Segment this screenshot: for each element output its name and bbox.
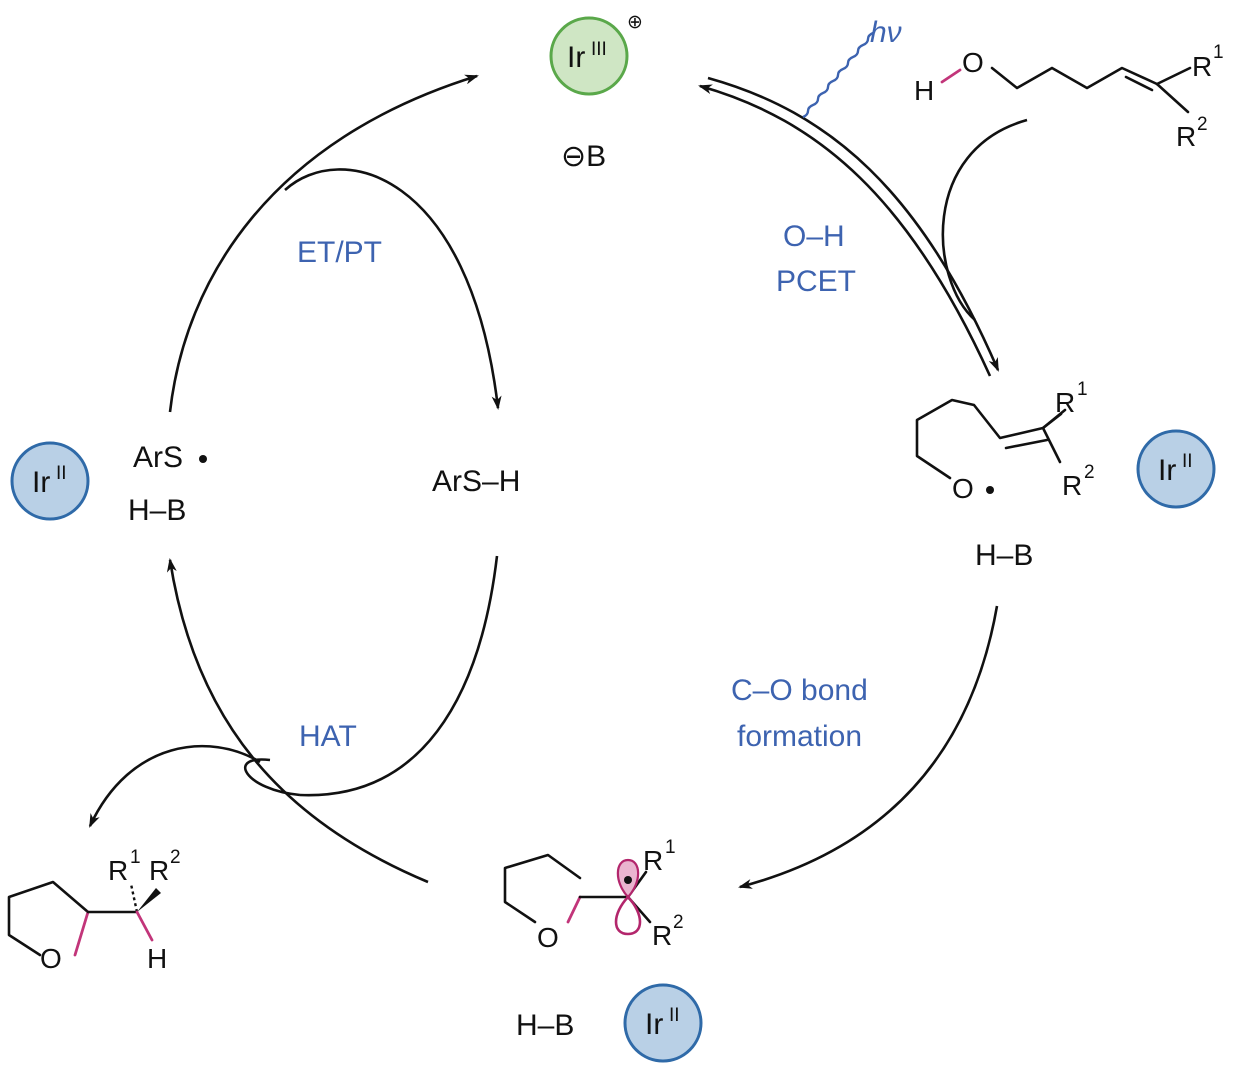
ir2-oxidation-bottom: II <box>669 1005 680 1026</box>
product-wedge-bond <box>137 888 161 912</box>
alkoxy-radical-dot <box>986 486 994 494</box>
alkoxy-radical-molecule: O R 1 R 2 <box>915 379 1095 504</box>
cradical-dot <box>624 876 632 884</box>
arrow-pcet-back <box>698 84 992 377</box>
base-label: ⊖B <box>561 140 606 173</box>
ir2-catalyst-left: Ir II <box>10 441 90 521</box>
alkoxy-chain <box>915 398 1067 480</box>
arrow-substrate-in <box>941 118 1028 321</box>
hb-right: H–B <box>975 539 1033 572</box>
substrate-h: H <box>914 75 934 106</box>
arrow-ars-radical-to-ir3 <box>168 74 479 413</box>
product-r2: R <box>149 855 169 886</box>
ir2-catalyst-bottom: Ir II <box>623 983 703 1063</box>
alkoxy-c-r1-bond <box>1041 412 1063 430</box>
co-bond-label-1: C–O bond <box>731 674 868 707</box>
arrow-pcet-forward <box>707 76 1000 372</box>
cradical-o: O <box>537 922 559 953</box>
pcet-label-2: PCET <box>776 265 856 298</box>
alkoxy-r1-sup: 1 <box>1077 379 1088 400</box>
arrow-arsh-to-hat <box>299 555 499 797</box>
product-h: H <box>147 943 167 974</box>
product-c-h-bond <box>135 910 154 942</box>
thf-product-molecule: O H R 1 R 2 <box>7 847 181 974</box>
alkoxy-alkene-inner <box>1004 438 1049 450</box>
cradical-r2-sup: 2 <box>673 912 684 933</box>
ars-radical-dot <box>199 455 207 463</box>
product-r1-sup: 1 <box>130 847 141 868</box>
hv-wave <box>802 31 874 119</box>
ir2-catalyst-right: Ir II <box>1136 429 1216 509</box>
cradical-r1-sup: 1 <box>665 837 676 858</box>
alkoxy-r1: R <box>1055 387 1075 418</box>
substrate-r1: R <box>1192 51 1212 82</box>
cradical-ring-pink-bond <box>566 895 582 924</box>
arrow-alkoxy-to-cradical <box>738 605 999 889</box>
hv-label: hν <box>870 16 902 49</box>
pcet-label-1: O–H <box>783 220 845 253</box>
substrate-o: O <box>962 47 984 78</box>
ir3-symbol: Ir <box>567 41 585 74</box>
substrate-r2: R <box>1176 121 1196 152</box>
substrate-chain <box>990 66 1159 90</box>
substrate-c-r2-bond <box>1155 82 1190 114</box>
product-hashed-bond <box>129 883 139 913</box>
ir2-symbol-left: Ir <box>32 466 50 499</box>
arrow-et-pt-to-arsh <box>284 168 502 410</box>
alkoxy-c-r2-bond <box>1041 426 1062 464</box>
ir3-circle <box>549 16 629 96</box>
ir2-oxidation-right: II <box>1182 451 1193 472</box>
product-o: O <box>40 943 62 974</box>
carbon-radical-molecule: O R 1 R 2 <box>503 837 684 953</box>
hat-label: HAT <box>299 720 357 753</box>
alkoxy-o: O <box>952 473 974 504</box>
ir2-symbol-right: Ir <box>1158 454 1176 487</box>
alkoxy-r2-sup: 2 <box>1084 462 1095 483</box>
substrate-r2-sup: 2 <box>1197 114 1208 135</box>
p-orbital-bottom <box>614 895 642 936</box>
hb-left: H–B <box>128 494 186 527</box>
ir2-circle-left <box>10 441 90 521</box>
ir2-circle-bottom <box>623 983 703 1063</box>
product-r1: R <box>108 855 128 886</box>
ir2-oxidation-left: II <box>56 463 67 484</box>
ir2-circle-right <box>1136 429 1216 509</box>
cradical-r2: R <box>652 920 672 951</box>
product-ring <box>7 880 90 957</box>
substrate-molecule: H O R 1 R 2 <box>914 42 1224 152</box>
product-ring-pink-bond <box>73 910 90 957</box>
co-bond-label-2: formation <box>737 720 862 753</box>
ir2-symbol-bottom: Ir <box>645 1008 663 1041</box>
alkoxy-r2: R <box>1062 470 1082 501</box>
arrow-hat-to-product <box>88 744 261 828</box>
arrow-hat-curve <box>244 758 301 797</box>
substrate-r1-sup: 1 <box>1213 42 1224 63</box>
substrate-oh-bond <box>940 68 962 84</box>
product-r2-sup: 2 <box>170 847 181 868</box>
hb-bottom: H–B <box>516 1009 574 1042</box>
ir3-catalyst: Ir III ⊕ <box>549 12 643 96</box>
substrate-c-r1-bond <box>1155 66 1192 86</box>
cradical-ring <box>503 853 582 924</box>
substrate-alkene-inner <box>1124 75 1154 92</box>
ars-radical-label: ArS <box>133 441 183 474</box>
ir3-charge: ⊕ <box>627 12 643 33</box>
et-pt-label: ET/PT <box>297 236 382 269</box>
ir3-oxidation: III <box>591 39 607 60</box>
cradical-r1: R <box>643 845 663 876</box>
arsh-label: ArS–H <box>432 465 520 498</box>
